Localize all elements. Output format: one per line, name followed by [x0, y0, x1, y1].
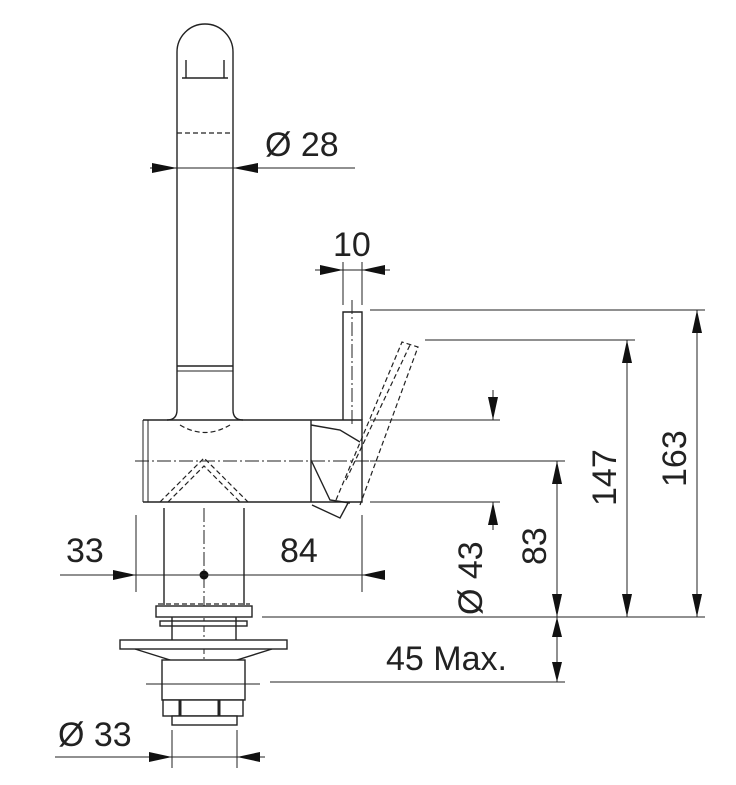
dim-label-left-offset: 33	[66, 532, 104, 570]
dim-horizontal-offsets: 33 84	[60, 515, 385, 592]
dim-label-total-height: 163	[656, 430, 694, 487]
dim-axis-height: 83	[516, 461, 562, 617]
dim-body-diameter: Ø 43	[452, 390, 498, 615]
mounting-hardware	[119, 603, 288, 726]
spout	[166, 23, 244, 434]
dim-spout-diameter: Ø 28	[150, 126, 355, 173]
dim-label-axis-height: 83	[516, 527, 554, 565]
dim-lever-height: 147	[586, 340, 632, 617]
dim-label-mounting-thickness: 45 Max.	[386, 640, 507, 678]
extension-lines	[262, 309, 705, 683]
dim-mounting-thickness: 45 Max.	[386, 617, 562, 682]
dim-shank-diameter: Ø 33	[55, 716, 265, 768]
dim-label-body-diameter: Ø 43	[452, 541, 490, 615]
dim-total-height: 163	[656, 310, 702, 617]
dim-label-shank-diameter: Ø 33	[58, 716, 132, 754]
dim-lever-width: 10	[315, 226, 390, 305]
lever	[335, 300, 419, 506]
dim-label-reach: 84	[280, 532, 318, 570]
dim-label-lever-height: 147	[586, 449, 624, 506]
dim-label-lever-width: 10	[333, 226, 371, 264]
body	[135, 419, 370, 519]
dim-label-spout-diameter: Ø 28	[265, 126, 339, 164]
